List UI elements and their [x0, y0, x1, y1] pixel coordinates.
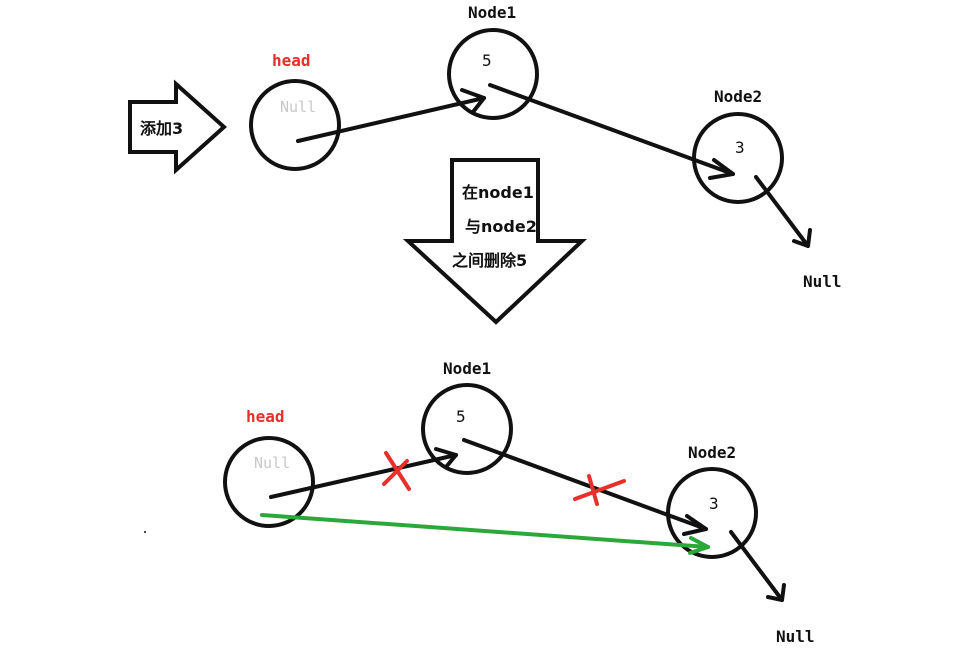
node2-label: Node2 [714, 87, 762, 106]
pointer-node1-to-node2 [488, 83, 735, 176]
transition-line-1: 在node1 [462, 183, 534, 202]
head-circle [249, 79, 341, 171]
node1-circle [447, 28, 539, 120]
new-link-line [260, 513, 710, 549]
bottom-node1-label: Node1 [443, 359, 491, 378]
node2-value: 3 [735, 138, 745, 157]
stray-dot [144, 531, 146, 533]
old-pointer-head-to-node1-tip [434, 447, 458, 469]
pointer-node2-to-null-tip [792, 228, 812, 248]
old-pointer-node1-to-node2 [462, 438, 708, 531]
transition-line-2: 与node2 [465, 217, 537, 236]
bottom-tail-null: Null [776, 627, 815, 646]
node1: Node1 5 [447, 3, 539, 120]
transition-line-3: 之间删除5 [452, 251, 527, 270]
new-link-tip [688, 536, 710, 555]
head-node: head Null [249, 51, 341, 171]
pointer-head-to-node1 [296, 96, 486, 143]
bottom-node1-circle [421, 383, 513, 475]
pointer-node2-to-null [754, 175, 810, 248]
bottom-head-node: head Null [223, 407, 315, 528]
node1-label: Node1 [468, 3, 516, 22]
old-pointer-head-to-node1 [269, 453, 458, 499]
top-tail-null: Null [803, 272, 842, 291]
add-arrow-shape [128, 79, 227, 175]
bottom-node2-label: Node2 [688, 443, 736, 462]
pointer-head-to-node1-tip [460, 88, 486, 114]
bottom-node1-value: 5 [456, 407, 466, 426]
pointer-bottom-node2-to-null [729, 530, 784, 602]
add-arrow: 添加3 [128, 79, 227, 175]
bottom-node2-value: 3 [709, 494, 719, 513]
pointer-bottom-node2-to-null-tip [766, 583, 786, 602]
bottom-node2: Node2 3 [666, 443, 758, 559]
bottom-diagram: head Null Node1 5 Node2 3 [144, 359, 815, 646]
bottom-node1: Node1 5 [421, 359, 513, 475]
old-pointer-node1-to-node2-tip [682, 514, 708, 536]
top-pointers [296, 83, 812, 248]
bottom-pointers [269, 438, 786, 602]
head-label: head [272, 51, 311, 70]
node1-value: 5 [482, 51, 492, 70]
node2-circle [692, 112, 784, 204]
top-diagram: 添加3 head Null Node1 5 Node2 3 [128, 3, 842, 291]
cross-mark-2 [573, 474, 626, 506]
bottom-head-circle [223, 436, 315, 528]
bottom-head-label: head [246, 407, 285, 426]
transition-arrow-shape [402, 158, 588, 325]
head-null-text: Null [280, 98, 316, 116]
removed-link-crosses [382, 451, 626, 506]
bottom-head-null-text: Null [254, 454, 290, 472]
transition-arrow: 在node1 与node2 之间删除5 [402, 158, 588, 325]
cross-mark-1 [382, 451, 411, 491]
node2: Node2 3 [692, 87, 784, 204]
new-link-head-to-node2 [260, 513, 710, 555]
pointer-node1-to-node2-tip [708, 158, 735, 180]
add-arrow-text: 添加3 [140, 119, 183, 138]
